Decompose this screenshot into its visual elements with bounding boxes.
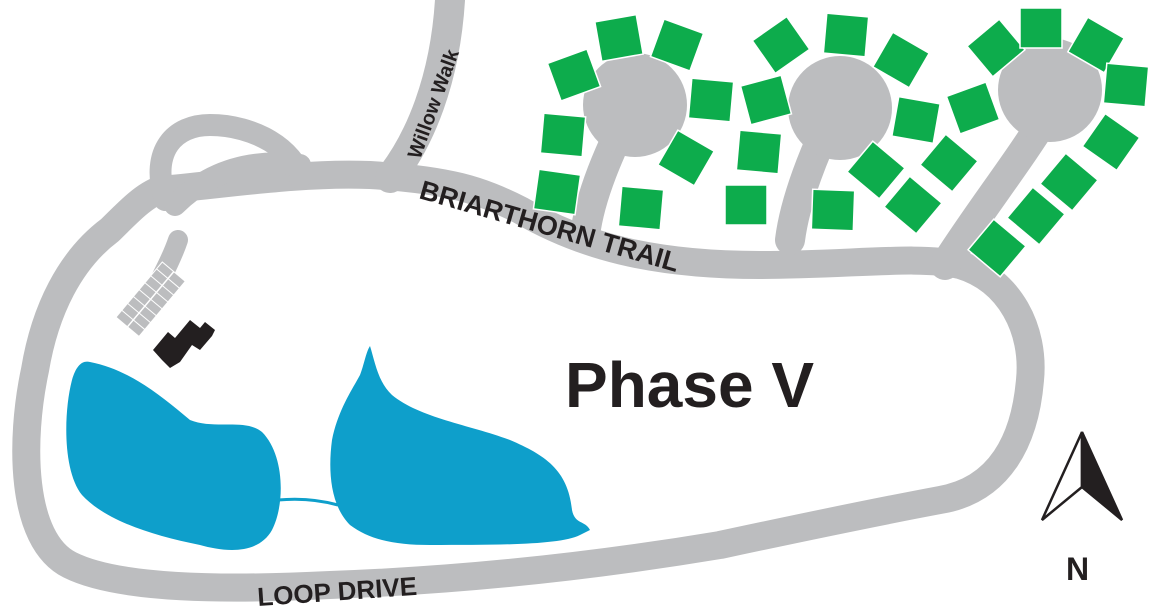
lot [546,48,602,102]
willow-walk-road [375,0,465,193]
lot [966,18,1026,78]
cul-de-sac-1 [583,53,687,157]
lot [687,77,735,123]
lot [1102,62,1150,108]
north-label: N [1066,551,1089,587]
lot [822,12,870,58]
lot [919,133,979,193]
east-pond [330,346,590,545]
lot [656,129,716,187]
lot [593,13,645,63]
lot [871,31,931,89]
residential-lots [532,7,1150,278]
lot [735,129,783,175]
pond-connector [277,497,339,507]
ponds [66,346,590,550]
phase-label: Phase V [565,349,814,421]
lot [649,18,705,72]
lot [1039,152,1099,212]
lot [539,112,587,158]
lot [846,140,906,200]
clubhouse [115,261,215,368]
lot [739,74,793,126]
north-arrow-icon [1040,431,1124,521]
lot [532,168,582,216]
cul-de-sacs [583,38,1102,160]
clubhouse-building [153,320,215,368]
lot [1019,7,1063,49]
loop-road [12,160,1045,602]
north-loop-inner [164,152,311,216]
lot [967,218,1027,278]
lot [1006,186,1066,246]
lot [617,185,665,231]
road-network [12,0,1065,602]
lot [724,184,768,226]
lot [810,188,856,232]
west-pond [66,361,281,550]
lot [890,95,942,145]
cul-de-sac-3 [998,38,1102,142]
lot [945,81,1001,135]
lot [751,15,811,75]
lot [1081,112,1141,172]
lot [1066,16,1126,74]
cul-de-sac-2 [788,56,892,160]
lot [883,175,943,235]
pavilion-structure [115,261,186,338]
